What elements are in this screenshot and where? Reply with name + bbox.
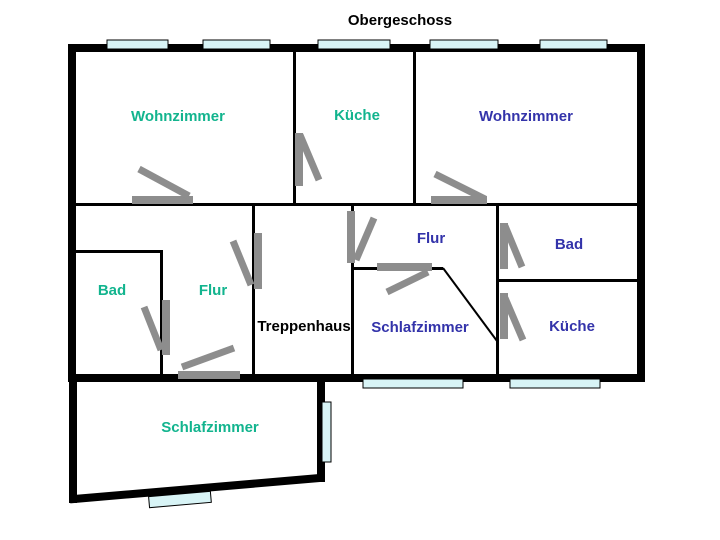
door-kueche-top (295, 133, 303, 186)
window-top-3 (317, 39, 391, 50)
window-annex-slanted (148, 490, 212, 509)
door-leaf-wohnzimmer-right (433, 170, 487, 203)
door-leaf-treppenhaus-flur-left (229, 239, 255, 287)
room-label-treppenhaus: Treppenhaus (257, 318, 350, 335)
wall-middle-right-divider (496, 206, 499, 374)
door-leaf-flur-right (352, 216, 378, 262)
wall-annex-left (69, 382, 77, 503)
door-leaf-kueche-right (501, 296, 527, 342)
door-kueche-right (500, 293, 508, 339)
room-label-flur-right: Flur (417, 230, 445, 247)
door-leaf-wohnzimmer-left (137, 165, 191, 200)
door-wohnzimmer-left (132, 196, 193, 204)
window-bottom-1 (362, 378, 464, 389)
room-label-schlafzimmer-annex: Schlafzimmer (161, 419, 259, 436)
wall-bad-left-right (160, 250, 163, 374)
window-bottom-2 (509, 378, 601, 389)
door-leaf-schlafzimmer-middle (385, 268, 430, 296)
window-top-5 (539, 39, 608, 50)
wall-treppenhaus-schlafzimmer (351, 206, 354, 374)
room-label-kueche-right: Küche (549, 318, 595, 335)
wall-flur-treppenhaus (252, 206, 255, 374)
door-leaf-bad-left (140, 305, 165, 352)
room-label-wohnzimmer-top-right: Wohnzimmer (479, 108, 573, 125)
room-label-bad-right: Bad (555, 236, 583, 253)
wall-kueche-wohnzimmer-right (413, 52, 416, 203)
door-flur-right (347, 211, 355, 263)
door-schlafzimmer-middle (377, 263, 432, 271)
wall-bottom-main (68, 374, 645, 382)
door-flur-annex (178, 371, 240, 379)
wall-bad-left-top (76, 250, 162, 253)
door-leaf-kueche-top (296, 133, 323, 182)
room-label-wohnzimmer-top-left: Wohnzimmer (131, 108, 225, 125)
door-leaf-flur-annex (180, 344, 236, 371)
room-label-flur-left: Flur (199, 282, 227, 299)
room-label-bad-left: Bad (98, 282, 126, 299)
room-label-schlafzimmer-middle: Schlafzimmer (371, 319, 469, 336)
window-top-2 (202, 39, 271, 50)
room-label-kueche-top: Küche (334, 107, 380, 124)
door-wohnzimmer-right (431, 196, 487, 204)
window-top-1 (106, 39, 169, 50)
plan-title: Obergeschoss (348, 12, 452, 29)
window-annex-right (321, 401, 332, 463)
door-leaf-bad-right (501, 224, 526, 269)
door-bad-left (162, 300, 170, 355)
wall-interior-horizontal-upper (76, 203, 637, 206)
wall-annex-right (317, 382, 325, 482)
door-treppenhaus-flur-left (254, 233, 262, 289)
wall-wohnzimmer-kueche (293, 52, 296, 203)
window-top-4 (429, 39, 499, 50)
wall-annex-slanted-bottom (69, 473, 325, 504)
door-bad-right (500, 223, 508, 269)
wall-schlafzimmer-diagonal (442, 267, 498, 342)
wall-right-outer (637, 44, 645, 382)
wall-bad-kueche-right (496, 279, 638, 282)
wall-left-outer (68, 44, 76, 382)
